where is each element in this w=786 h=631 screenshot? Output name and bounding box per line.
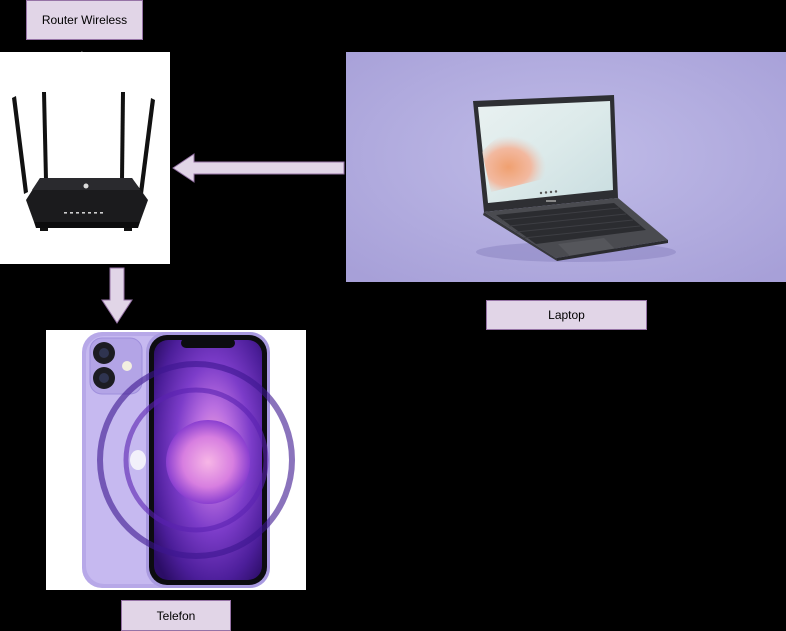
arrow-router-to-phone: [101, 267, 133, 324]
phone-label-text: Telefon: [156, 608, 196, 623]
laptop-icon: [346, 52, 786, 282]
laptop-label[interactable]: Laptop: [486, 300, 647, 330]
smartphone-icon: [82, 332, 295, 588]
phone-label[interactable]: Telefon: [121, 600, 231, 631]
laptop-label-text: Laptop: [548, 308, 585, 322]
wireless-router-icon: [12, 92, 155, 231]
router-label[interactable]: Router Wireless: [26, 0, 143, 40]
phone-image[interactable]: [46, 330, 306, 590]
router-label-text: Router Wireless: [41, 13, 128, 27]
laptop-image[interactable]: [346, 52, 786, 282]
arrow-laptop-to-router: [172, 153, 345, 183]
router-image[interactable]: [0, 52, 170, 264]
